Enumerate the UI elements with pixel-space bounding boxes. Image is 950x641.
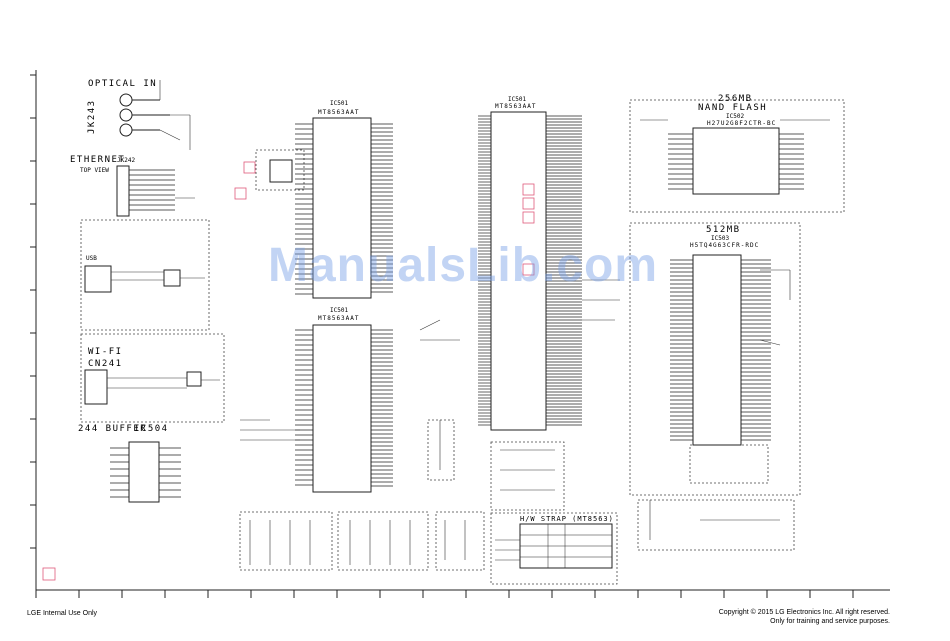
ic502-body <box>692 127 780 195</box>
ddr-ref: IC503 <box>711 235 730 242</box>
nand-size: 256MB <box>718 94 753 104</box>
frame-ticks <box>30 74 854 598</box>
crystal-block <box>255 149 305 191</box>
wifi-connector <box>84 369 108 405</box>
sheet-frame <box>35 70 890 591</box>
ic501-main-body <box>490 111 547 431</box>
mt-side-block <box>427 419 455 481</box>
ddr-part: H5TQ4G63CFR-RDC <box>690 242 760 249</box>
nand-ref: IC502 <box>726 113 745 120</box>
ic504-body <box>128 441 160 503</box>
strap-table-grid <box>520 524 612 568</box>
strap-left-block <box>239 511 333 571</box>
ethernet-title: ETHERNET <box>70 155 126 165</box>
footer-note: Only for training and service purposes. <box>770 618 890 625</box>
crystal-body <box>269 159 293 183</box>
ddr-block <box>629 222 801 496</box>
mt1-ref: IC501 <box>330 100 349 107</box>
jk242-body <box>116 165 130 217</box>
usb-ic <box>163 269 181 287</box>
wifi-block <box>80 333 225 423</box>
mt3-part: MT8563AAT <box>495 103 537 110</box>
hw-strap-title: H/W STRAP (MT8563) <box>520 515 614 523</box>
usb-block <box>80 219 210 331</box>
mt3-ref: IC501 <box>508 96 527 103</box>
wifi-ic <box>186 371 202 387</box>
dashed-blocks <box>80 99 845 585</box>
red-markers <box>42 161 535 581</box>
wifi-title: WI-FI <box>88 347 123 357</box>
mt1-part: MT8563AAT <box>318 109 360 116</box>
strap-right-block <box>435 511 485 571</box>
strap-mid-block <box>337 511 429 571</box>
ethernet-subtitle: TOP VIEW <box>80 167 109 174</box>
nand-block <box>629 99 845 213</box>
optical-jack <box>119 93 170 137</box>
ethernet-ref: JK242 <box>117 157 136 164</box>
mt2-ref: IC501 <box>330 307 349 314</box>
optical-jack-ref: JK243 <box>87 99 97 134</box>
buffer-ref: IC504 <box>134 424 169 434</box>
usb-title: USB <box>86 255 97 262</box>
watermark: ManualsLib.com <box>268 239 659 292</box>
mt2-part: MT8563AAT <box>318 315 360 322</box>
ddr-sub-block <box>689 444 769 484</box>
footer-left: LGE Internal Use Only <box>27 610 98 617</box>
wifi-ref: CN241 <box>88 359 123 369</box>
ic-pins <box>110 115 804 498</box>
usb-connector <box>84 265 112 293</box>
ddr-size: 512MB <box>706 225 741 235</box>
wires <box>107 80 830 565</box>
hw-strap-block <box>490 512 618 585</box>
nand-part: H27U2G8F2CTR-BC <box>707 120 777 127</box>
optical-in-title: OPTICAL IN <box>88 79 158 89</box>
ddr-power-block <box>637 499 795 551</box>
nand-title: NAND FLASH <box>698 103 768 113</box>
footer-copyright: Copyright © 2015 LG Electronics Inc. All… <box>718 609 890 616</box>
boot-config-block <box>490 441 565 511</box>
buffer-title: 244 BUFFER <box>78 424 148 434</box>
ic501-bottom-body <box>312 324 372 493</box>
ic503-body <box>692 254 742 446</box>
